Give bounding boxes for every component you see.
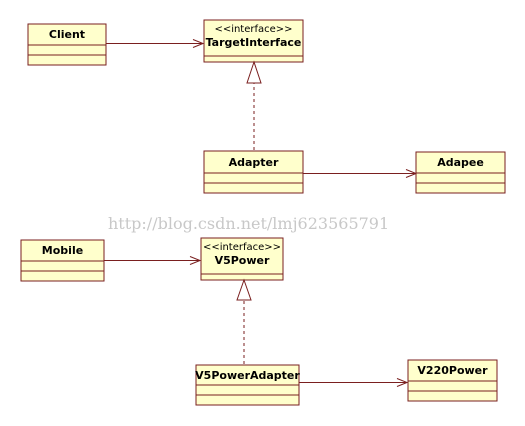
class-v5power-adapter[interactable]: V5PowerAdapter	[195, 364, 300, 406]
class-name: Mobile	[42, 244, 83, 257]
class-name: Adapee	[437, 156, 484, 169]
class-name: V220Power	[417, 364, 488, 377]
class-name: V5Power	[215, 254, 270, 267]
class-adapee[interactable]: Adapee	[415, 151, 506, 194]
class-client[interactable]: Client	[27, 23, 107, 66]
class-name: TargetInterface	[206, 36, 302, 49]
class-mobile[interactable]: Mobile	[20, 239, 105, 282]
class-target-interface[interactable]: <<interface>> TargetInterface	[203, 19, 304, 63]
association-adapter-adapee	[303, 169, 418, 178]
class-adapter[interactable]: Adapter	[203, 150, 304, 194]
association-client-target	[106, 39, 205, 48]
class-v220power[interactable]: V220Power	[407, 359, 498, 402]
class-name: Client	[49, 28, 85, 41]
class-name: Adapter	[229, 156, 279, 169]
class-v5power[interactable]: <<interface>> V5Power	[200, 237, 284, 281]
association-mobile-v5power	[104, 256, 202, 265]
watermark-text: http://blog.csdn.net/lmj623565791	[108, 214, 389, 233]
class-stereotype: <<interface>>	[214, 24, 292, 35]
association-v5poweradapter-v220power	[299, 378, 409, 387]
realization-adapter-target	[246, 60, 262, 150]
class-name: V5PowerAdapter	[195, 369, 300, 382]
realization-v5poweradapter-v5power	[236, 278, 252, 364]
class-stereotype: <<interface>>	[203, 242, 281, 253]
